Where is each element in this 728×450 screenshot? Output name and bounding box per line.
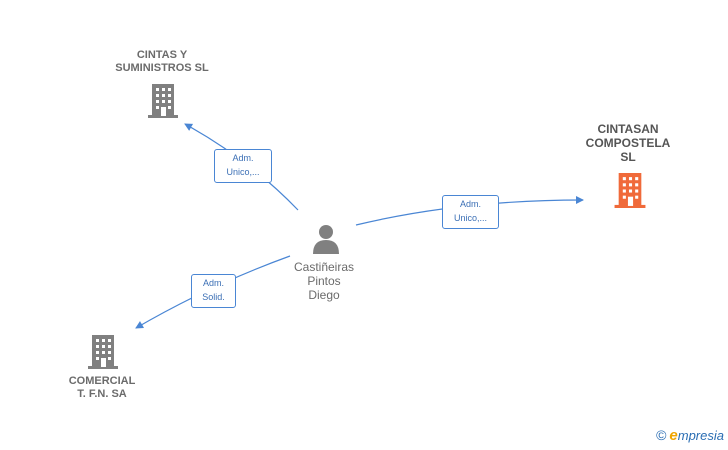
empresia-logo: ©empresia (656, 427, 724, 444)
building-icon[interactable] (88, 335, 118, 369)
company-label-cintas[interactable]: CINTAS Y SUMINISTROS SL (115, 49, 209, 74)
person-icon[interactable] (311, 224, 341, 254)
edge-label-to-comercial[interactable]: Adm. Solid. (191, 274, 236, 308)
building-icon[interactable] (614, 173, 646, 208)
building-icon[interactable] (148, 84, 178, 118)
edge-label-to-cintasan[interactable]: Adm. Unico,... (442, 195, 499, 229)
edge-label-to-cintas[interactable]: Adm. Unico,... (214, 149, 272, 183)
company-label-comercial[interactable]: COMERCIAL T. F.N. SA (68, 375, 136, 400)
person-label[interactable]: Castiñeiras Pintos Diego (293, 260, 355, 302)
company-label-cintasan[interactable]: CINTASAN COMPOSTELA SL (585, 122, 671, 164)
copyright-icon: © (656, 427, 667, 443)
